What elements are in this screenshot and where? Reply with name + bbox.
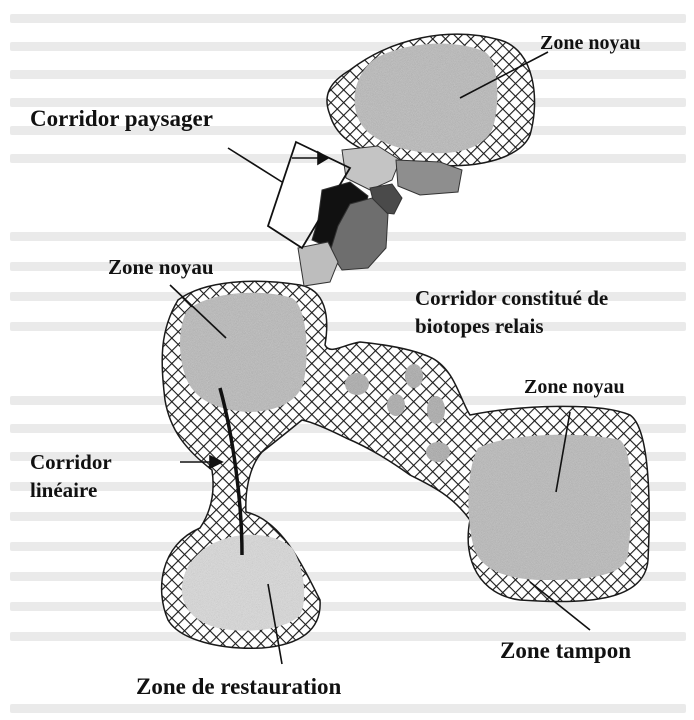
- arrow-corridor-paysager-head: [318, 152, 328, 164]
- label-corridor-paysager: Corridor paysager: [30, 106, 213, 132]
- core-zone-top: [355, 44, 498, 154]
- label-corridor-biotopes-line1: Corridor constitué de: [415, 286, 608, 310]
- label-corridor-lineaire-line2: linéaire: [30, 478, 97, 502]
- stepping-stone-3: [387, 394, 405, 416]
- label-zone-noyau-right: Zone noyau: [524, 376, 625, 399]
- label-zone-noyau-top: Zone noyau: [540, 32, 641, 55]
- label-corridor-biotopes-line2: biotopes relais: [415, 314, 544, 338]
- core-zone-right: [468, 435, 631, 580]
- stepping-stone-5: [426, 442, 450, 462]
- label-zone-noyau-left: Zone noyau: [108, 255, 214, 279]
- stepping-stone-4: [427, 396, 445, 424]
- label-zone-restauration: Zone de restauration: [136, 674, 341, 700]
- label-zone-tampon: Zone tampon: [500, 638, 631, 664]
- stepping-stone-2: [405, 364, 423, 388]
- core-zone-left: [180, 293, 307, 412]
- stepping-stone-1: [345, 373, 369, 395]
- label-corridor-lineaire-line1: Corridor: [30, 450, 112, 474]
- leader-corridor-paysager: [228, 148, 282, 182]
- landscape-corridor-patches: [298, 146, 462, 286]
